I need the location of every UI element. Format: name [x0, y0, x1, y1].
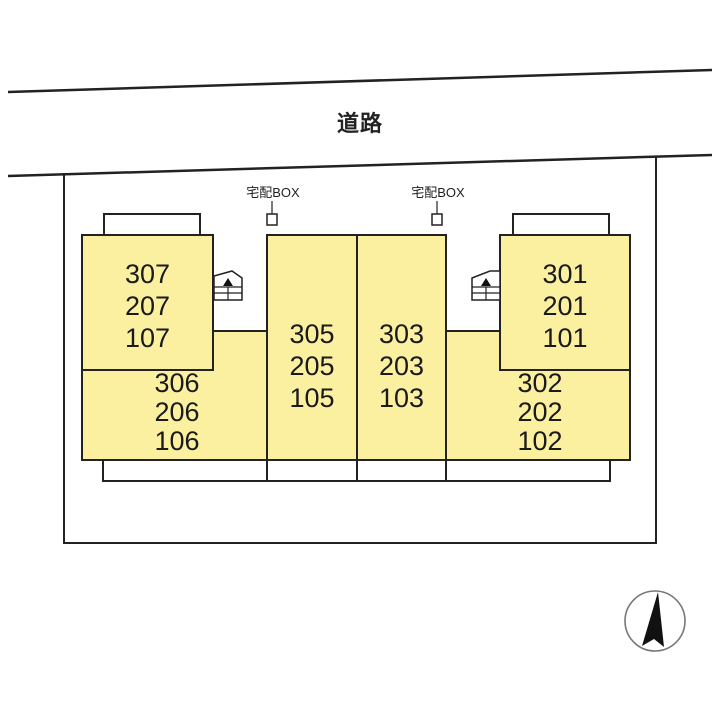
- unit-label-west-upper: 307 207 107: [124, 259, 171, 353]
- balcony-west: [102, 459, 268, 482]
- balcony-east: [445, 459, 611, 482]
- unit-label-east-upper: 301 201 101: [542, 259, 588, 353]
- unit-block-center-right: [356, 234, 447, 461]
- stairs-up-icon: [471, 270, 501, 301]
- north-arrow-icon: [624, 590, 686, 652]
- ledge-east: [512, 213, 610, 236]
- road-label: 道路: [336, 111, 383, 136]
- unit-block-west-upper: [81, 234, 214, 371]
- delivery-box-label: 宅配BOX: [411, 185, 465, 200]
- unit-label-center-right: 303 203 103: [378, 319, 425, 413]
- unit-label-center-left: 305 205 105: [289, 319, 335, 413]
- property-boundary: [63, 157, 657, 544]
- ledge-west: [103, 213, 201, 236]
- balcony-center-right: [356, 459, 447, 482]
- road-edge-south: [7, 153, 713, 178]
- delivery-box-icon: [431, 213, 443, 226]
- unit-block-center-left: [266, 234, 358, 461]
- unit-block-east-upper: [499, 234, 631, 371]
- delivery-box-label: 宅配BOX: [246, 185, 300, 200]
- stairs-up-icon: [213, 270, 243, 301]
- delivery-box-icon: [266, 213, 278, 226]
- road-edge-north: [7, 68, 713, 94]
- unit-label-west-lower: 306 206 106: [154, 368, 200, 456]
- balcony-center-left: [266, 459, 358, 482]
- unit-label-east-lower: 302 202 102: [517, 368, 563, 456]
